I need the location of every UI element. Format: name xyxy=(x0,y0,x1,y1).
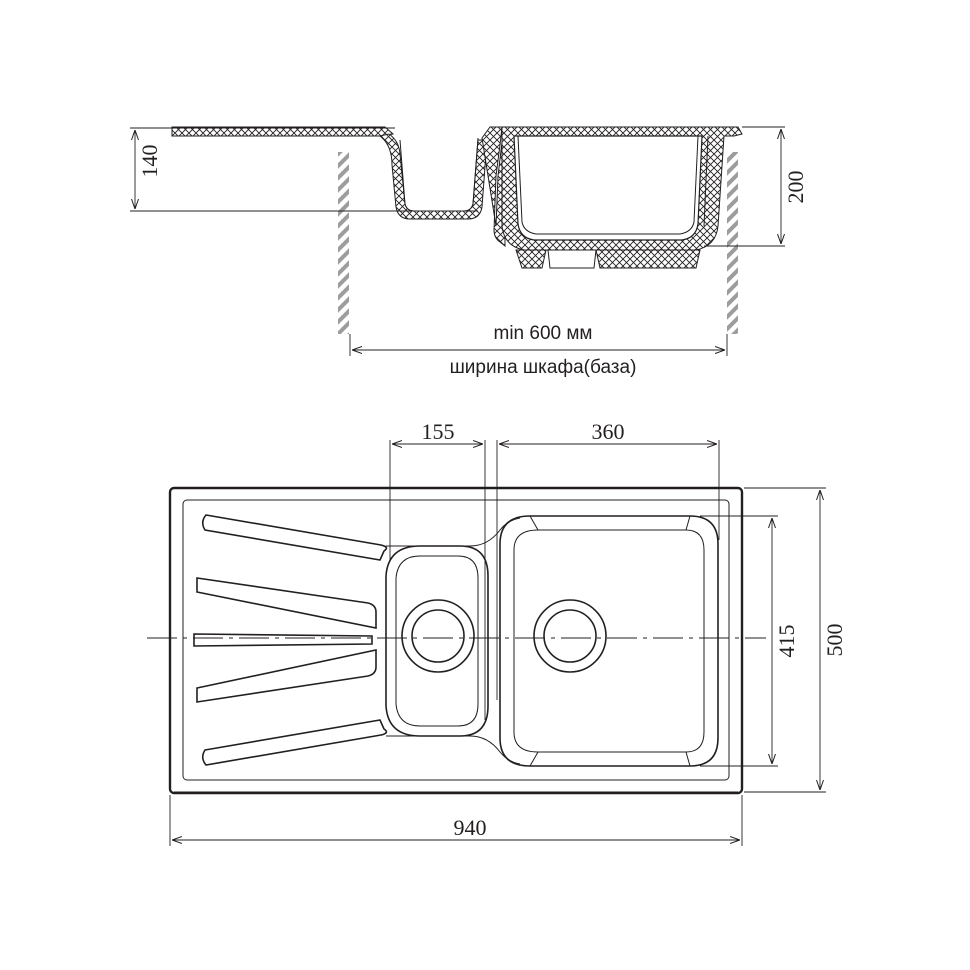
drainboard-groove-5 xyxy=(201,719,388,766)
dim-155-label: 155 xyxy=(422,419,455,444)
drainboard-groove-4 xyxy=(196,649,377,703)
cabinet-wall-left xyxy=(338,152,349,334)
dim-415-label: 415 xyxy=(774,625,799,658)
large-bowl-drain-outer xyxy=(533,599,607,673)
small-bowl-section xyxy=(378,133,488,220)
sink-outline xyxy=(168,486,744,795)
cabinet-wall-right xyxy=(727,152,738,334)
large-bowl-cavity xyxy=(513,135,703,241)
dim-940-label: 940 xyxy=(454,815,487,840)
drainboard-groove-2 xyxy=(196,577,377,629)
dim-360-label: 360 xyxy=(592,419,625,444)
large-bowl-foot-left xyxy=(515,249,547,269)
dim-200-label: 200 xyxy=(783,171,808,204)
plan-view: 155 360 940 415 500 xyxy=(147,419,847,846)
section-view: 140 200 min 600 мм ширина шкафа(база) xyxy=(130,126,808,378)
drainboard-groove-3 xyxy=(193,633,373,647)
dim-cabinet-width-label: ширина шкафа(база) xyxy=(450,357,637,378)
small-bowl-plan-inner xyxy=(395,555,479,727)
small-bowl-drain-outer xyxy=(401,599,475,673)
small-bowl-drain-inner xyxy=(411,609,465,663)
large-bowl-drain-inner xyxy=(543,609,597,663)
dim-cabinet-min-label: min 600 мм xyxy=(494,323,593,344)
sink-inner-rim xyxy=(182,499,730,781)
large-bowl-foot-right xyxy=(595,249,701,269)
dim-500-label: 500 xyxy=(822,624,847,657)
drainboard-groove-1 xyxy=(201,514,388,561)
dim-140-label: 140 xyxy=(137,145,162,178)
